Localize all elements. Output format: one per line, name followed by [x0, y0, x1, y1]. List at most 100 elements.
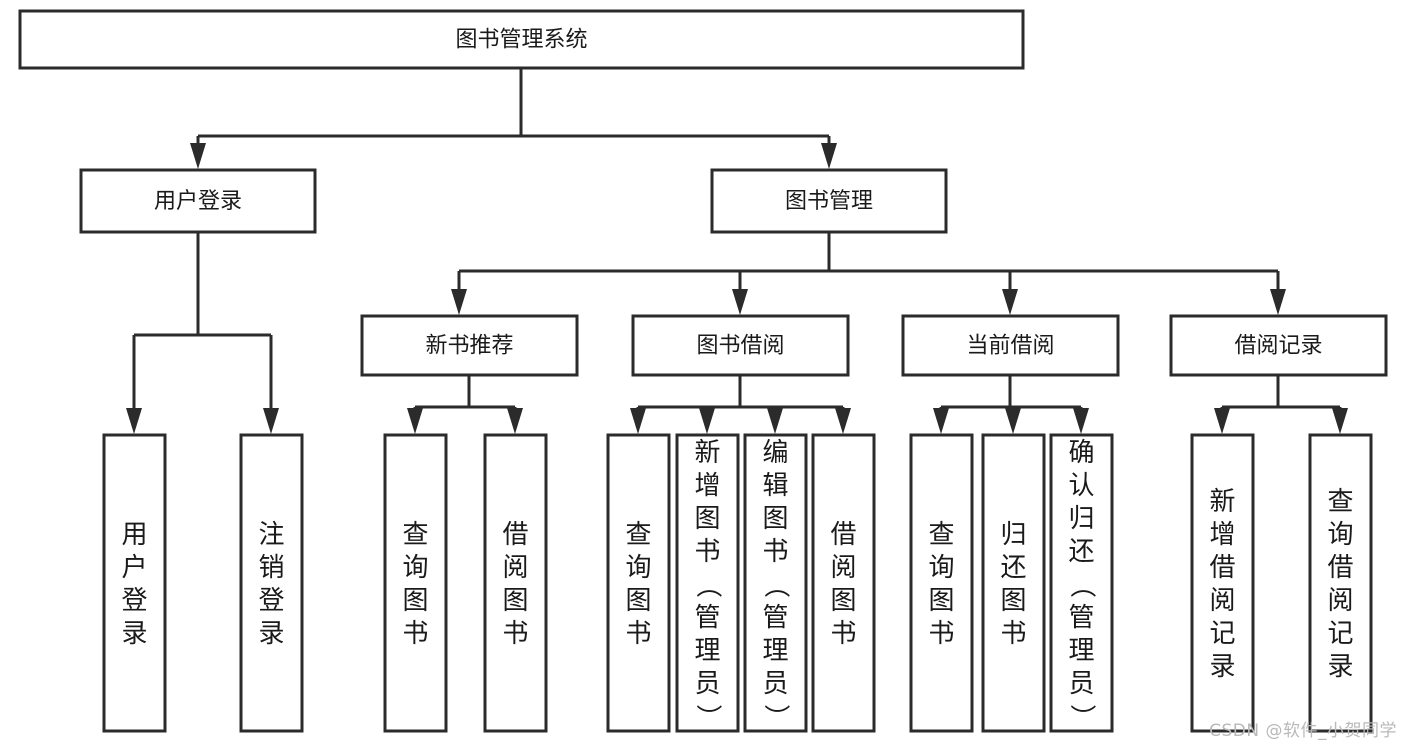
arrow-head-icon [1002, 289, 1018, 315]
label-char: ） [761, 704, 791, 730]
node-box-leaf-query-record[interactable] [1308, 433, 1373, 733]
node-box-leaf-edit-book[interactable] [743, 433, 808, 733]
label-char: 确 [1068, 438, 1094, 468]
node-box-leaf-borrow-book-1[interactable] [483, 433, 548, 733]
node-box-book-borrow[interactable] [631, 314, 850, 377]
label-char: 借 [1327, 553, 1353, 583]
node-box-leaf-return-book[interactable] [981, 433, 1046, 733]
connector-group-recommend-to-leaves [407, 375, 523, 434]
label-char: 录 [121, 619, 147, 649]
arrow-head-icon [190, 143, 206, 169]
label-char: 销 [258, 553, 284, 583]
label-char: 图 [928, 586, 954, 616]
label-char: ） [693, 704, 723, 730]
label-char: 图 [1000, 586, 1026, 616]
node-new-book-recommend[interactable]: 新书推荐 [360, 314, 579, 377]
label-char: （ [1067, 572, 1097, 598]
connector-group-root-to-level1 [190, 68, 837, 169]
arrow-head-icon [1073, 408, 1089, 434]
connector-group-record-to-leaves [1214, 375, 1348, 434]
node-box-leaf-confirm-return[interactable] [1049, 433, 1114, 733]
node-leaf-user-login[interactable]: 用户登录 [102, 433, 167, 733]
label-char: 管 [762, 603, 788, 633]
node-box-user-login[interactable] [79, 168, 317, 234]
label-char: ） [1067, 704, 1097, 730]
label-char: 理 [762, 636, 788, 666]
label-char: 员 [1068, 669, 1094, 699]
node-book-manage[interactable]: 图书管理 [710, 168, 948, 234]
label-char: 阅 [1327, 586, 1353, 616]
label-char: 辑 [762, 471, 788, 501]
arrow-head-icon [732, 289, 748, 315]
node-book-borrow[interactable]: 图书借阅 [631, 314, 850, 377]
label-char: 新 [694, 438, 720, 468]
node-borrow-record[interactable]: 借阅记录 [1169, 314, 1388, 377]
node-box-leaf-query-book-2[interactable] [606, 433, 671, 733]
label-char: 借 [1209, 553, 1235, 583]
label-char: 书 [928, 619, 954, 649]
arrow-head-icon [1214, 408, 1230, 434]
label-char: 书 [830, 619, 856, 649]
label-char: 登 [121, 586, 147, 616]
node-box-root[interactable] [18, 9, 1025, 70]
label-char: 管 [1068, 603, 1094, 633]
label-char: 员 [694, 669, 720, 699]
connector-group-current-to-leaves [933, 375, 1089, 434]
label-char: 查 [402, 520, 428, 550]
node-current-borrow[interactable]: 当前借阅 [901, 314, 1120, 377]
label-char: 书 [762, 537, 788, 567]
arrow-head-icon [126, 408, 142, 434]
label-char: 图 [625, 586, 651, 616]
connector-group-book-manage-to-level2 [451, 232, 1286, 315]
watermark-label: CSDN @软件_小贺同学 [1209, 721, 1397, 741]
arrow-head-icon [451, 289, 467, 315]
label-char: 阅 [502, 553, 528, 583]
node-label-book-borrow: 图书借阅 [696, 334, 784, 359]
node-box-book-manage[interactable] [710, 168, 948, 234]
label-char: 书 [1000, 619, 1026, 649]
label-char: （ [693, 572, 723, 598]
label-char: 新 [1209, 487, 1235, 517]
node-box-leaf-logout[interactable] [239, 433, 304, 733]
label-char: 归 [1000, 520, 1026, 550]
label-char: 用 [121, 520, 147, 550]
node-label-root: 图书管理系统 [455, 28, 587, 53]
label-char: 录 [258, 619, 284, 649]
node-user-login[interactable]: 用户登录 [79, 168, 317, 234]
label-char: 阅 [1209, 586, 1235, 616]
node-root[interactable]: 图书管理系统 [18, 9, 1025, 70]
node-box-current-borrow[interactable] [901, 314, 1120, 377]
arrow-head-icon [263, 408, 279, 434]
connector-group-borrow-to-leaves [630, 375, 851, 434]
node-box-new-book-recommend[interactable] [360, 314, 579, 377]
node-box-leaf-add-record[interactable] [1190, 433, 1255, 733]
connector-group-user-login-to-leaves [126, 232, 279, 434]
label-char: 户 [121, 553, 147, 583]
arrow-head-icon [821, 143, 837, 169]
node-box-leaf-borrow-book-2[interactable] [811, 433, 876, 733]
node-box-leaf-user-login[interactable] [102, 433, 167, 733]
label-char: 理 [694, 636, 720, 666]
label-char: 图 [502, 586, 528, 616]
node-box-borrow-record[interactable] [1169, 314, 1388, 377]
node-box-leaf-query-book-3[interactable] [909, 433, 974, 733]
node-box-leaf-query-book-1[interactable] [383, 433, 448, 733]
node-box-leaf-add-book[interactable] [675, 433, 740, 733]
label-char: 编 [762, 438, 788, 468]
node-label-user-login: 用户登录 [154, 189, 242, 214]
